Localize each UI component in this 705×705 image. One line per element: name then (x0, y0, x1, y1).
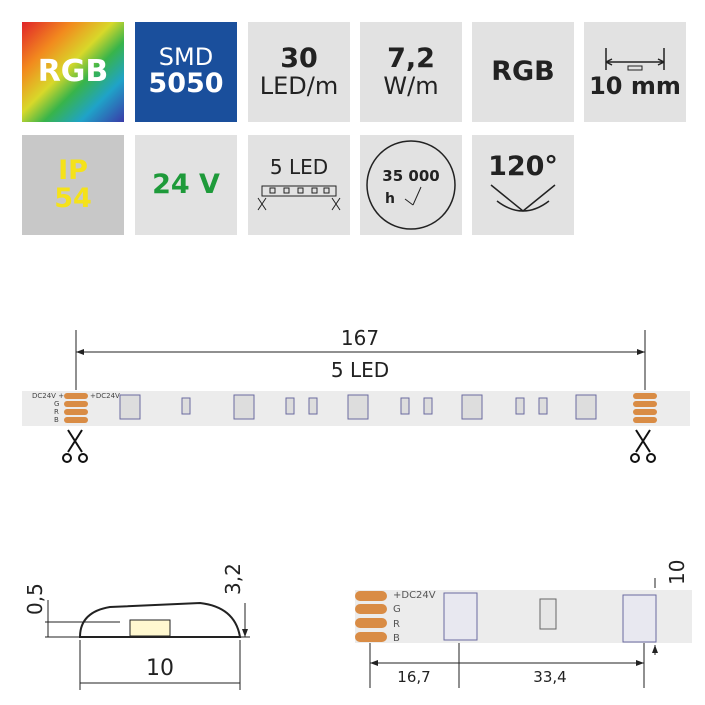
cut-strip-icon (257, 185, 341, 210)
strip-pads (64, 393, 657, 423)
profile-height: 3,2 (221, 563, 245, 595)
voltage-label: 24 V (152, 168, 220, 200)
strip-left-plus: DC24V + (32, 392, 64, 400)
strip-b: B (54, 416, 59, 424)
strip-right-plus-label: +DC24V (90, 392, 120, 400)
smd-label: SMD (158, 43, 214, 72)
cut-label: 5 LED (269, 154, 329, 179)
lifetime-tile: 35 000 h (360, 135, 462, 235)
pitch-first: 16,7 (397, 668, 430, 686)
density-value: 30 (280, 43, 318, 75)
pitch: 33,4 (533, 668, 566, 686)
power-unit: W/m (383, 71, 439, 100)
cut-tile: 5 LED (248, 135, 350, 235)
detail-g: G (393, 604, 401, 615)
color-label: RGB (491, 55, 555, 87)
lifetime-value: 35 000 (382, 167, 439, 185)
width-icon (605, 48, 665, 71)
strip-leds (119, 394, 597, 420)
profile-thickness: 0,5 (23, 583, 47, 615)
beam-angle-icon (490, 184, 556, 213)
angle-label: 120° (488, 150, 558, 182)
detail-drawing (355, 578, 692, 688)
power-tile: 7,2 W/m (360, 22, 462, 122)
voltage-tile: 24 V (135, 135, 237, 235)
rgb-label: RGB (37, 54, 109, 90)
density-unit: LED/m (259, 71, 339, 100)
detail-b: B (393, 633, 400, 644)
detail-r: R (393, 619, 400, 630)
scissors-icon (62, 429, 656, 463)
strip-led-count: 5 LED (331, 358, 389, 382)
ip-value: 54 (54, 183, 92, 214)
density-tile: 30 LED/m (248, 22, 350, 122)
lifetime-unit: h (385, 191, 395, 207)
strip-length: 167 (341, 326, 379, 350)
ip-label: IP (58, 154, 88, 186)
profile-width: 10 (146, 656, 174, 681)
width-tile: 10 mm (584, 22, 686, 122)
ip-tile: IP 54 (22, 135, 124, 235)
rgb-tile: RGB (22, 22, 124, 122)
strip-g: G (54, 400, 59, 408)
strip-r: R (54, 408, 59, 416)
profile-drawing (45, 600, 250, 690)
angle-tile: 120° (472, 135, 574, 235)
smd-type: 5050 (148, 68, 224, 100)
width-label: 10 mm (589, 72, 681, 101)
detail-plus: +DC24V (393, 590, 436, 601)
clock-icon: 35 000 h (366, 140, 456, 230)
smd-tile: SMD 5050 (135, 22, 237, 122)
power-value: 7,2 (387, 43, 435, 75)
detail-width: 10 (665, 560, 689, 585)
color-tile: RGB (472, 22, 574, 122)
